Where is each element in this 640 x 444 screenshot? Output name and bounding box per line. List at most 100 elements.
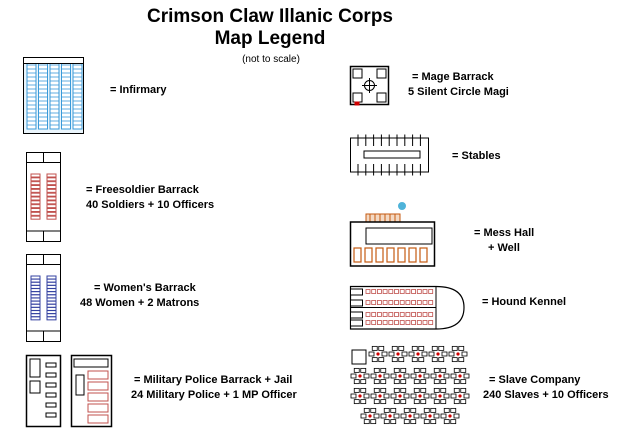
- slave-tent: [380, 413, 387, 419]
- slave-tent: [410, 407, 417, 413]
- legend-slave-label: = Slave Company: [489, 374, 581, 386]
- slave-tent-cluster: [428, 345, 448, 363]
- bunk: [46, 215, 57, 220]
- slave-fire: [368, 414, 372, 418]
- bunk: [46, 306, 57, 311]
- kennel-stall: [365, 300, 371, 305]
- slave-tent: [423, 393, 430, 399]
- mess-table: [386, 247, 395, 263]
- mess-table: [397, 247, 406, 263]
- kennel-stall: [428, 289, 434, 294]
- bunk: [30, 208, 41, 212]
- mess-table: [408, 247, 417, 263]
- mage-door: [354, 101, 360, 106]
- slave-tent: [383, 373, 390, 379]
- kennel-pen: [350, 299, 363, 307]
- kennel-stall: [376, 300, 382, 305]
- kennel-stall: [399, 312, 405, 317]
- kennel-stall: [371, 300, 377, 305]
- bunk: [46, 196, 57, 201]
- kennel-stall: [376, 312, 382, 317]
- slave-tent: [378, 357, 385, 363]
- slave-tent-cluster: [360, 407, 380, 425]
- slave-tent: [373, 379, 380, 385]
- slave-tent: [453, 413, 460, 419]
- slave-tent: [390, 419, 397, 425]
- slave-tent: [380, 387, 387, 393]
- slave-tent: [363, 373, 370, 379]
- slave-tent: [360, 367, 367, 373]
- slave-tent: [438, 357, 445, 363]
- slave-tent-cluster: [388, 345, 408, 363]
- slave-tent: [373, 387, 380, 393]
- slave-tent: [420, 413, 427, 419]
- slave-tent: [413, 379, 420, 385]
- slave-tent-cluster: [370, 387, 390, 405]
- kennel-stall: [382, 289, 388, 294]
- slave-tent: [450, 407, 457, 413]
- slave-fire: [416, 352, 420, 356]
- slave-tent-cluster: [400, 407, 420, 425]
- bunk: [46, 192, 57, 197]
- slave-tent: [398, 345, 405, 351]
- slave-fire: [436, 352, 440, 356]
- slave-tent: [430, 393, 437, 399]
- bunk: [30, 200, 41, 205]
- slave-tent: [413, 413, 420, 419]
- kennel-stall: [411, 320, 416, 325]
- slave-fire: [388, 414, 392, 418]
- slave-tent: [441, 351, 448, 357]
- legend-freesoldier-barrack: = Freesoldier Barrack 40 Soldiers + 10 O…: [86, 183, 214, 213]
- slave-tent: [388, 351, 395, 357]
- slave-fire: [378, 394, 382, 398]
- slave-tent: [390, 373, 397, 379]
- bunk: [30, 294, 41, 299]
- slave-fire: [378, 374, 382, 378]
- scale-note: (not to scale): [242, 54, 300, 65]
- kennel-stall: [382, 300, 388, 305]
- slave-tent: [433, 413, 440, 419]
- bunk: [30, 185, 41, 189]
- kennel-stall: [422, 289, 428, 294]
- womens-barrack-icon: [26, 254, 61, 342]
- slave-tent-cluster: [390, 387, 410, 405]
- slave-tent: [403, 393, 410, 399]
- bunk: [46, 288, 57, 293]
- slave-fire: [358, 394, 362, 398]
- slave-tent: [350, 393, 357, 399]
- stables-aisle: [363, 150, 421, 159]
- kennel-pen: [350, 319, 363, 327]
- kennel-stall: [388, 320, 394, 325]
- kennel-stall: [428, 300, 434, 305]
- jail-cell: [87, 381, 109, 391]
- slave-tent: [380, 379, 387, 385]
- bunk: [46, 316, 57, 321]
- slave-tent: [393, 413, 400, 419]
- kennel-stall: [376, 320, 382, 325]
- bunk: [30, 278, 41, 283]
- mage-room: [352, 68, 363, 79]
- bunk: [46, 181, 57, 186]
- bunk: [30, 177, 41, 182]
- slave-tent: [430, 419, 437, 425]
- slave-tent: [458, 357, 465, 363]
- legend-mess-hall: = Mess Hall + Well: [474, 226, 534, 256]
- kennel-stall: [405, 300, 411, 305]
- slave-fire: [458, 374, 462, 378]
- kennel-pen: [350, 311, 363, 319]
- legend-slave-detail: 240 Slaves + 10 Officers: [483, 389, 609, 401]
- kennel-stall: [416, 289, 422, 294]
- slave-tent: [420, 399, 427, 405]
- kennel-stall: [405, 289, 411, 294]
- kennel-stall: [405, 312, 411, 317]
- kennel-stall: [399, 320, 405, 325]
- bunk: [30, 288, 41, 293]
- legend-womens-barrack: = Women's Barrack 48 Women + 2 Matrons: [80, 281, 199, 311]
- slave-fire: [418, 374, 422, 378]
- slave-tent: [373, 413, 380, 419]
- bunk: [46, 284, 57, 289]
- bunk: [30, 291, 41, 296]
- bunk: [46, 291, 57, 296]
- kennel-stall: [416, 320, 422, 325]
- slave-tent: [453, 379, 460, 385]
